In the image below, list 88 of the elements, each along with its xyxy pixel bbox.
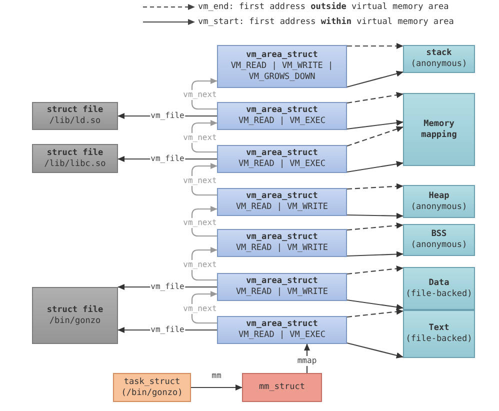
dashed-arrow xyxy=(346,308,404,318)
node-title: struct file xyxy=(46,105,104,116)
node-text: VM_READ | VM_WRITE | VM_GROWS_DOWN xyxy=(230,61,334,83)
node-title: struct file xyxy=(46,148,104,158)
dashed-arrow xyxy=(346,126,404,147)
memory-region-box xyxy=(403,93,475,166)
dashed-arrow xyxy=(346,183,404,190)
node-text: (anonymous) xyxy=(410,59,468,70)
node-title: vm_area_struct xyxy=(246,148,318,159)
arrow xyxy=(346,342,404,358)
dashed-arrow xyxy=(346,266,404,275)
node-title: BSS xyxy=(431,229,447,240)
node-text: VM_READ | VM_EXEC xyxy=(238,159,326,170)
arrow xyxy=(191,78,218,110)
struct-box xyxy=(217,273,347,301)
arrow xyxy=(346,251,404,258)
edge-label: vm_next xyxy=(182,218,218,228)
node-title: vm_area_struct xyxy=(246,50,318,61)
arrow xyxy=(191,120,218,153)
edge-label: mmap xyxy=(296,356,318,366)
memory-region-box xyxy=(403,224,475,256)
node-title: task_struct xyxy=(124,376,180,388)
node-text: /bin/gonzo xyxy=(49,316,101,326)
dashed-arrow xyxy=(346,222,404,231)
struct-box xyxy=(217,45,347,88)
struct-box xyxy=(217,229,347,257)
file-box xyxy=(32,102,118,130)
file-box xyxy=(32,144,118,173)
edge-label: vm_file xyxy=(150,325,186,335)
arrow xyxy=(191,162,218,196)
file-box xyxy=(32,287,118,344)
node-text: (anonymous) xyxy=(410,202,468,212)
node-text: (/bin/gonzo) xyxy=(121,388,183,398)
node-text: /lib/libc.so xyxy=(44,158,106,170)
arrow xyxy=(304,344,310,373)
dashed-arrow xyxy=(346,92,404,104)
edge-label: vm_next xyxy=(182,176,218,186)
edge-label: vm_next xyxy=(182,132,218,142)
node-title: Heap xyxy=(428,190,450,202)
node-title: vm_area_struct xyxy=(246,319,318,330)
node-text: VM_READ | VM_WRITE xyxy=(236,287,328,298)
node-title: vm_area_struct xyxy=(246,191,318,202)
node-text: VM_READ | VM_EXEC xyxy=(238,116,326,127)
edge-label: vm_next xyxy=(182,304,218,314)
node-text: (file-backed) xyxy=(406,288,472,300)
node-text: (file-backed) xyxy=(406,334,472,345)
node-title: Text xyxy=(428,323,450,334)
arrow xyxy=(346,299,404,310)
memory-region-box xyxy=(403,310,475,358)
arrow xyxy=(346,161,404,173)
legend-text: vm_start: first address within virtual memory area xyxy=(198,16,454,29)
struct-box xyxy=(113,373,191,402)
arrow xyxy=(191,290,218,324)
node-text: VM_READ | VM_WRITE xyxy=(236,202,328,213)
node-title: mm_struct xyxy=(258,382,306,393)
arrow xyxy=(347,212,404,219)
node-text: /lib/ld.so xyxy=(49,116,101,127)
edge-label: vm_next xyxy=(182,260,218,270)
node-title: Memory mapping xyxy=(420,118,458,140)
node-title: vm_area_struct xyxy=(246,105,318,116)
node-title: stack xyxy=(426,48,452,59)
arrow xyxy=(191,206,218,237)
edge-label: vm_file xyxy=(150,111,186,121)
arrow xyxy=(346,70,404,88)
edge-label: vm_next xyxy=(182,90,218,100)
dashed-arrow xyxy=(347,42,404,50)
struct-box xyxy=(217,102,347,130)
legend-text: vm_end: first address outside virtual memory area xyxy=(198,1,449,14)
edge-label: vm_file xyxy=(150,154,186,164)
node-title: vm_area_struct xyxy=(246,232,318,243)
struct-box xyxy=(217,145,347,173)
struct-box xyxy=(217,316,347,344)
memory-region-box xyxy=(403,185,475,218)
arrow xyxy=(346,120,404,130)
struct-box xyxy=(217,188,347,216)
node-title: vm_area_struct xyxy=(246,276,318,287)
memory-region-box xyxy=(403,267,475,310)
node-title: Data xyxy=(428,278,450,288)
edge-label: mm xyxy=(210,370,222,380)
node-title: struct file xyxy=(46,304,104,316)
arrow xyxy=(191,384,242,391)
node-text: VM_READ | VM_EXEC xyxy=(238,330,326,341)
node-text: (anonymous) xyxy=(410,240,468,251)
edge-label: vm_file xyxy=(150,282,186,292)
memory-region-box xyxy=(403,45,475,73)
struct-box xyxy=(242,373,322,402)
node-text: VM_READ | VM_WRITE xyxy=(236,243,328,254)
arrow xyxy=(191,246,218,281)
